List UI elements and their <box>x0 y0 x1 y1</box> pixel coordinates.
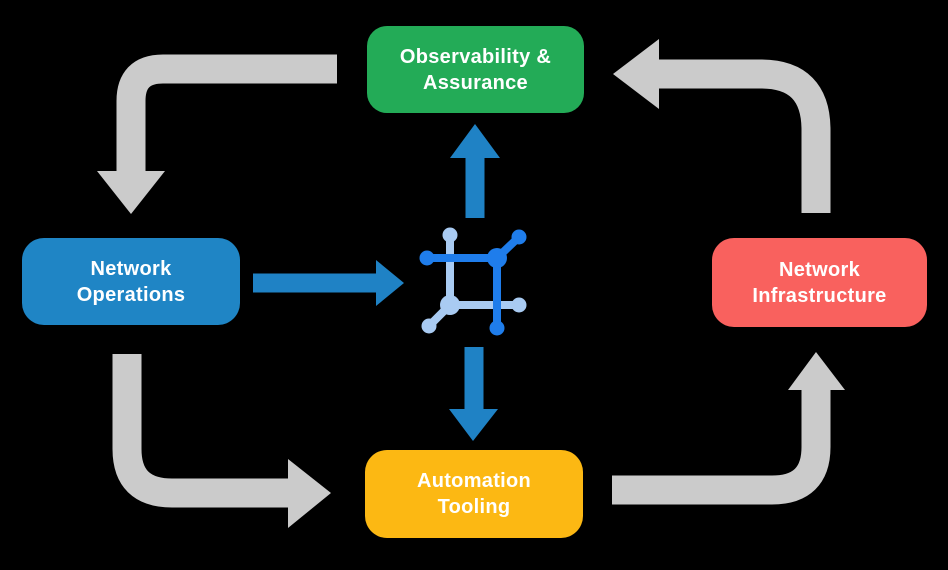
icon-dots-secondary <box>421 227 527 334</box>
node-network-infrastructure: Network Infrastructure <box>712 238 927 327</box>
arrow-infrastructure-to-observability-head <box>613 39 659 109</box>
icon-bottomleft-corner-node <box>440 295 460 315</box>
icon-right-dot <box>511 297 527 313</box>
arrow-infrastructure-to-observability-shaft <box>657 59 831 213</box>
icon-bottomleft-dot <box>421 318 437 334</box>
arrow-icon-to-automation-head <box>449 409 498 441</box>
icon-topright-dot <box>511 229 527 245</box>
hub-arrow-shafts <box>253 156 485 411</box>
node-network-operations: Network Operations <box>22 238 240 325</box>
cycle-arrow-heads <box>97 39 845 528</box>
icon-dots-primary <box>419 229 527 336</box>
icon-topright-corner-node <box>487 248 507 268</box>
network-fabric-icon <box>419 227 527 336</box>
node-observability-assurance: Observability & Assurance <box>367 26 584 113</box>
arrow-observability-to-operations-head <box>97 171 165 214</box>
arrow-automation-to-infrastructure-head <box>788 352 845 390</box>
arrow-operations-to-icon-head <box>376 260 404 306</box>
arrow-observability-to-operations-shaft <box>116 54 337 176</box>
arrow-operations-to-automation-head <box>288 459 331 528</box>
node-automation-tooling: Automation Tooling <box>365 450 583 538</box>
icon-bottom-dot <box>489 320 505 336</box>
arrow-automation-to-infrastructure-shaft <box>612 390 831 505</box>
icon-top-dot <box>442 227 458 243</box>
icon-left-dot <box>419 250 435 266</box>
arrow-operations-to-automation-shaft <box>112 354 291 508</box>
arrow-icon-to-observability-head <box>450 124 500 158</box>
cycle-arrow-shafts <box>112 54 831 508</box>
hub-arrow-heads <box>376 124 500 441</box>
